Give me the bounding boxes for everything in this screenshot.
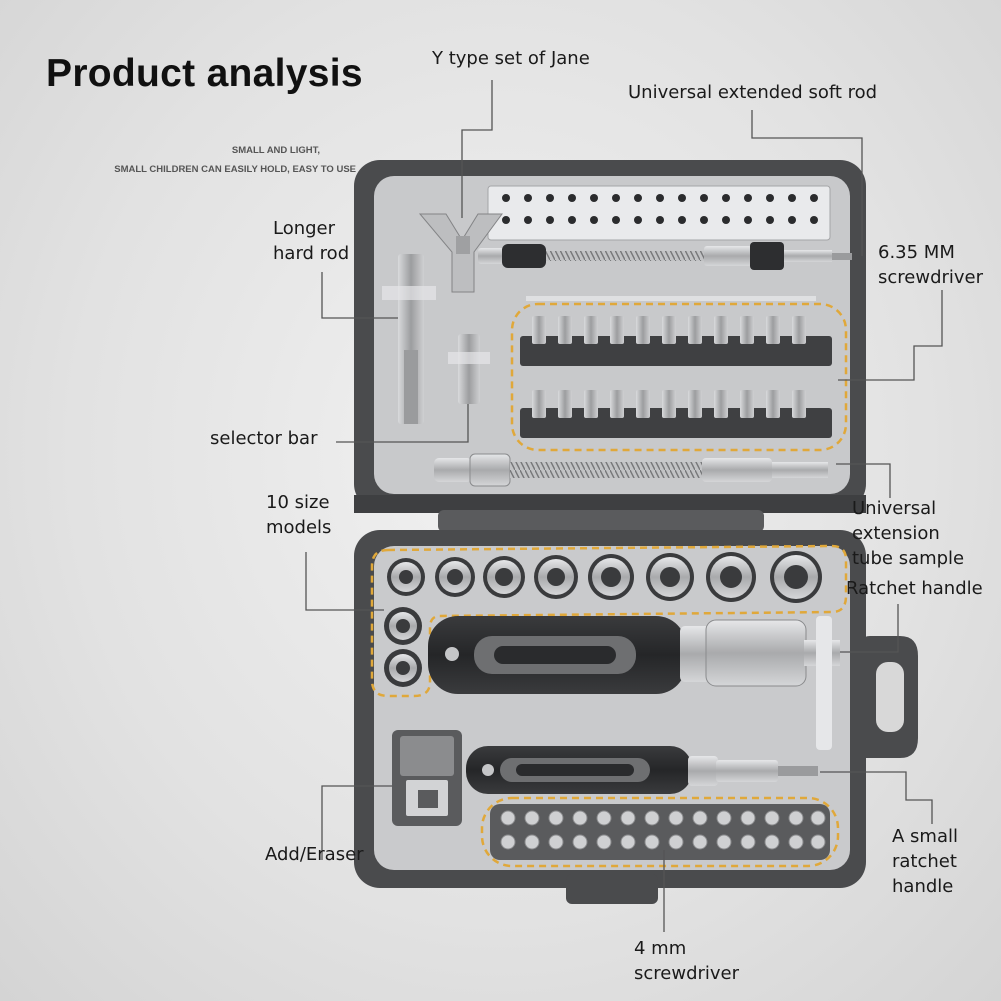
label-line: 4 mm: [634, 938, 687, 959]
label-universal-soft-rod: Universal extended soft rod: [628, 80, 877, 105]
bit-holder-row-2: [520, 390, 832, 438]
label-line: models: [266, 517, 332, 538]
socket-row: [387, 551, 822, 603]
label-y-type-set: Y type set of Jane: [432, 46, 590, 71]
label-line: Universal: [852, 498, 937, 519]
subtitle-line-1: SMALL AND LIGHT,: [231, 145, 320, 156]
label-ratchet-handle-text: Ratchet handle: [846, 578, 983, 599]
label-add-eraser: Add/Eraser: [265, 842, 364, 867]
label-line: screwdriver: [634, 963, 740, 984]
bit-holder-row-1: [520, 316, 832, 366]
label-line: Longer: [273, 218, 336, 239]
mini-bits-highlight: [480, 796, 840, 868]
page-title: Product analysis: [46, 52, 363, 95]
label-selector-bar-text: selector bar: [210, 428, 318, 449]
bit-strip: [487, 185, 831, 241]
label-line: ratchet: [892, 851, 957, 872]
longer-hard-rod: [382, 254, 436, 424]
selector-bar-adapter: [448, 334, 490, 404]
label-635mm-screwdriver: 6.35 MM screwdriver: [878, 240, 983, 290]
label-ratchet-handle: Ratchet handle: [846, 576, 983, 601]
ratchet-handle: [428, 616, 840, 750]
label-universal-extension-tube: Universal extension tube sample: [852, 496, 964, 571]
label-line: A small: [892, 826, 958, 847]
sockets-highlight: [370, 544, 848, 698]
label-add-eraser-text: Add/Eraser: [265, 844, 364, 865]
page-subtitle: SMALL AND LIGHT, SMALL CHILDREN CAN EASI…: [60, 141, 356, 179]
label-line: extension: [852, 523, 940, 544]
mini-bit-panel: [490, 804, 830, 860]
label-10-size-models: 10 size models: [266, 490, 331, 540]
socket-column: [384, 607, 422, 687]
leader-lines: [305, 80, 943, 932]
label-line: screwdriver: [878, 267, 984, 288]
label-line: hard rod: [273, 243, 350, 264]
soft-rod-top: [478, 242, 852, 270]
small-ratchet-handle: [466, 746, 818, 794]
lid-divider: [526, 296, 816, 301]
label-small-ratchet-handle: A small ratchet handle: [892, 824, 958, 899]
y-type-wrench: [418, 213, 503, 293]
subtitle-line-2: SMALL CHILDREN CAN EASILY HOLD, EASY TO …: [114, 164, 356, 175]
label-universal-soft-rod-text: Universal extended soft rod: [628, 82, 878, 103]
extension-tube: [434, 453, 828, 487]
label-4mm-screwdriver: 4 mm screwdriver: [634, 936, 739, 986]
label-selector-bar: selector bar: [210, 426, 317, 451]
label-y-type-set-text: Y type set of Jane: [432, 48, 590, 69]
label-line: handle: [892, 876, 954, 897]
eraser-block: [392, 730, 462, 826]
label-line: 10 size: [266, 492, 330, 513]
label-line: 6.35 MM: [878, 242, 955, 263]
label-longer-hard-rod: Longer hard rod: [273, 216, 349, 266]
label-line: tube sample: [852, 548, 965, 569]
